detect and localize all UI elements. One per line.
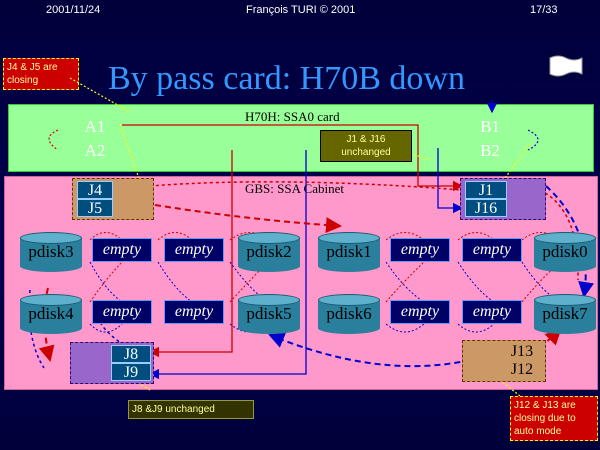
h70h-label: H70H: SSA0 card xyxy=(245,109,340,124)
jumper-j13: J13 xyxy=(510,343,534,360)
jumper-j12-j13[interactable]: J13 J12 xyxy=(462,340,546,382)
port-b1-label: B1 xyxy=(480,117,500,136)
disk-pdisk0[interactable]: pdisk0 xyxy=(534,232,596,272)
port-a1[interactable]: A1 xyxy=(62,116,128,137)
port-b2[interactable]: B2 xyxy=(456,140,524,161)
slot-empty[interactable]: empty xyxy=(92,238,152,262)
flag-icon xyxy=(549,55,583,77)
jumper-j12: J12 xyxy=(510,361,534,378)
port-a2-label: A2 xyxy=(84,141,106,160)
jumper-j9: J9 xyxy=(111,363,151,381)
jumper-j1-j16[interactable]: J1 J16 xyxy=(460,178,546,220)
note-j1-j16-unchanged: J1 & J16 unchanged xyxy=(320,130,412,162)
slot-empty[interactable]: empty xyxy=(390,300,450,324)
header-page: 17/33 xyxy=(530,4,558,16)
jumper-j16: J16 xyxy=(465,199,507,217)
disk-label: pdisk4 xyxy=(28,304,74,323)
note-j4-j5-closing: J4 & J5 are closing xyxy=(3,58,79,90)
disk-pdisk2[interactable]: pdisk2 xyxy=(238,232,300,272)
slot-empty[interactable]: empty xyxy=(164,238,224,262)
slot-empty[interactable]: empty xyxy=(92,300,152,324)
slot-empty[interactable]: empty xyxy=(462,300,522,324)
disk-pdisk1[interactable]: pdisk1 xyxy=(318,232,380,272)
jumper-j1: J1 xyxy=(465,181,507,199)
jumper-j4: J4 xyxy=(77,181,113,199)
disk-label: pdisk0 xyxy=(542,242,588,261)
port-a2[interactable]: A2 xyxy=(62,140,128,161)
disk-label: pdisk1 xyxy=(326,242,372,261)
note-j8-j9-unchanged: J8 &J9 unchanged xyxy=(128,400,254,419)
disk-pdisk5[interactable]: pdisk5 xyxy=(238,294,300,334)
slot-empty[interactable]: empty xyxy=(390,238,450,262)
disk-pdisk7[interactable]: pdisk7 xyxy=(534,294,596,334)
disk-pdisk4[interactable]: pdisk4 xyxy=(20,294,82,334)
header-date: 2001/11/24 xyxy=(46,4,101,16)
disk-pdisk3[interactable]: pdisk3 xyxy=(20,232,82,272)
port-b2-label: B2 xyxy=(480,141,500,160)
disk-label: pdisk6 xyxy=(326,304,372,323)
jumper-j4-j5[interactable]: J4 J5 xyxy=(72,178,154,220)
gbs-label: GBS: SSA Cabinet xyxy=(245,181,344,196)
slide-title: By pass card: H70B down xyxy=(108,60,465,97)
slot-empty[interactable]: empty xyxy=(462,238,522,262)
port-a1-label: A1 xyxy=(84,117,106,136)
disk-label: pdisk5 xyxy=(246,304,292,323)
disk-pdisk6[interactable]: pdisk6 xyxy=(318,294,380,334)
jumper-j8: J8 xyxy=(111,345,151,363)
disk-label: pdisk3 xyxy=(28,242,74,261)
port-b1[interactable]: B1 xyxy=(456,116,524,137)
disk-label: pdisk2 xyxy=(246,242,292,261)
slot-empty[interactable]: empty xyxy=(164,300,224,324)
header-author: François TURI © 2001 xyxy=(246,4,356,16)
disk-label: pdisk7 xyxy=(542,304,588,323)
jumper-j8-j9[interactable]: J8 J9 xyxy=(70,342,154,384)
note-j12-j13-closing: J12 & J13 are closing due to auto mode xyxy=(510,396,598,441)
jumper-j5: J5 xyxy=(77,199,113,217)
